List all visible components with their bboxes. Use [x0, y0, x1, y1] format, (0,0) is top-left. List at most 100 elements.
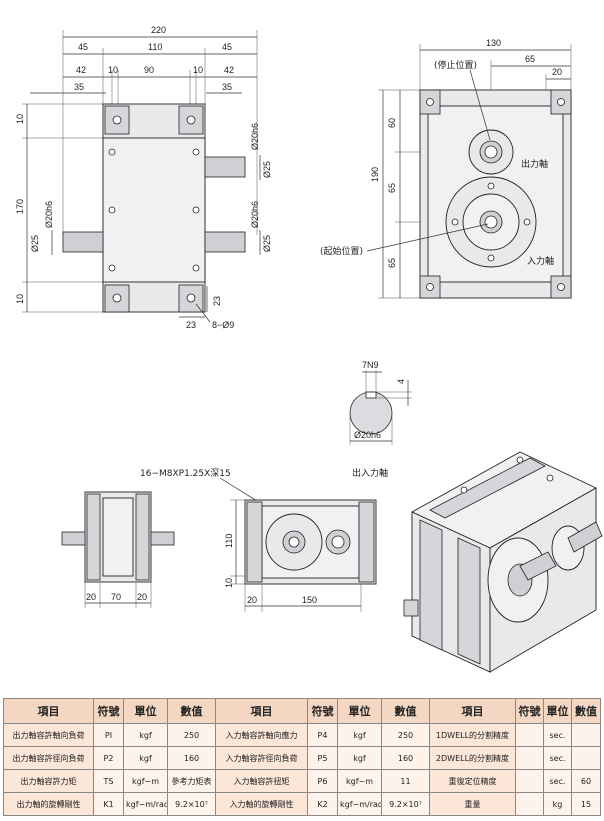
table-cell: 入力軸容許徑向負荷 — [215, 746, 308, 770]
mount-hole — [192, 148, 200, 156]
header-value: 數值 — [167, 698, 216, 724]
dim-42-right: 42 — [224, 65, 234, 75]
dim-42-left: 42 — [76, 65, 86, 75]
table-cell: kg — [543, 792, 572, 816]
table-cell: sec. — [543, 746, 572, 770]
bottom-middle-view: 16−M8XP1.25X深15 110 10 20 150 — [140, 468, 377, 612]
hole-dim-vertical: 23 — [212, 296, 222, 306]
table-cell: 15 — [571, 792, 601, 816]
side-view: 130 65 20 190 60 65 65 — [320, 38, 572, 299]
bottom-left-view: 20 70 20 — [61, 491, 175, 608]
table-cell: kgf−m — [123, 769, 168, 793]
header-unit: 單位 — [337, 698, 382, 724]
table-cell: 2DWELL的分割精度 — [429, 746, 516, 770]
shaft-caption: 出入力軸 — [352, 467, 388, 479]
label-output-shaft: 出力軸 — [521, 158, 548, 170]
dim-10-top: 10 — [15, 114, 25, 124]
header-unit: 單位 — [543, 698, 572, 724]
side-dim-65: 65 — [525, 54, 535, 64]
mount-hole — [192, 264, 200, 272]
shaft-dia-5: Ø20h6 — [44, 201, 54, 228]
label-input-shaft: 入力軸 — [527, 255, 554, 267]
dim-35-right: 35 — [222, 82, 232, 92]
table-cell: 250 — [381, 723, 430, 747]
side-dim-65b: 65 — [387, 258, 397, 268]
header-value: 數值 — [381, 698, 430, 724]
key-depth: 4 — [396, 379, 406, 384]
dim-10-right: 10 — [193, 65, 203, 75]
table-cell: 250 — [167, 723, 216, 747]
table-cell: 入力軸容許軸向應力 — [215, 723, 308, 747]
side-dim-130: 130 — [486, 38, 501, 48]
table-cell: kgf — [123, 746, 168, 770]
side-dim-65a: 65 — [387, 183, 397, 193]
bl-dim-20a: 20 — [86, 592, 96, 602]
shaft-dia-3: Ø20h6 — [250, 201, 260, 228]
header-unit: 單位 — [123, 698, 168, 724]
table-cell: 1DWELL的分割精度 — [429, 723, 516, 747]
input-shaft-right — [204, 231, 246, 253]
table-cell: kgf−m — [337, 769, 382, 793]
mount-hole — [112, 293, 122, 303]
mount-hole — [108, 148, 116, 156]
table-header-row: 項目 符號 單位 數值 項目 符號 單位 數值 項目 符號 單位 數值 — [3, 698, 601, 724]
header-symbol: 符號 — [515, 698, 544, 724]
table-cell: 重復定位精度 — [429, 769, 516, 793]
table-cell: kgf — [337, 746, 382, 770]
dim-45-right: 45 — [222, 42, 232, 52]
side-dim-60: 60 — [387, 118, 397, 128]
table-cell: 出力軸容許力矩 — [3, 769, 94, 793]
header-item: 項目 — [215, 698, 308, 724]
header-item: 項目 — [3, 698, 94, 724]
shaft-dia-1: Ø20h6 — [250, 123, 260, 150]
dim-220: 220 — [151, 25, 166, 35]
table-cell — [571, 746, 601, 770]
shaft-section: 7N9 4 Ø20h6 出入力軸 — [349, 360, 412, 479]
spec-table: 項目 符號 單位 數值 項目 符號 單位 數值 項目 符號 單位 數值 出力軸容… — [3, 698, 601, 816]
table-row: 出力軸容許徑向負荷 P2 kgf 160 入力軸容許徑向負荷 P5 kgf 16… — [3, 746, 601, 770]
table-cell — [515, 723, 544, 747]
table-cell: sec. — [543, 769, 572, 793]
table-row: 出力軸的旋轉剛性 K1 kgf−m/rad 9.2×10⁷ 入力軸的旋轉剛性 K… — [3, 792, 601, 816]
table-cell: 重量 — [429, 792, 516, 816]
bm-dim-110: 110 — [224, 534, 234, 548]
header-item: 項目 — [429, 698, 516, 724]
tap-label: 16−M8XP1.25X深15 — [140, 468, 231, 479]
table-cell: 出力軸容許軸向負荷 — [3, 723, 94, 747]
table-cell: 160 — [167, 746, 216, 770]
front-view: 220 45 110 45 42 10 90 10 42 35 35 10 17… — [15, 25, 272, 330]
table-cell: 11 — [381, 769, 430, 793]
shaft-dia-6: Ø25 — [30, 235, 40, 252]
table-cell: K1 — [93, 792, 124, 816]
table-cell: P2 — [93, 746, 124, 770]
table-cell — [515, 792, 544, 816]
table-row: 出力軸容許軸向負荷 PI kgf 250 入力軸容許軸向應力 P4 kgf 25… — [3, 723, 601, 747]
label-start-position: (起始位置) — [320, 245, 363, 257]
bm-dim-150: 150 — [302, 595, 317, 605]
mount-hole — [108, 264, 116, 272]
header-value: 數值 — [571, 698, 601, 724]
dim-90: 90 — [144, 65, 154, 75]
table-cell: kgf−m/rad — [123, 792, 168, 816]
header-symbol: 符號 — [307, 698, 338, 724]
dim-45-left: 45 — [78, 42, 88, 52]
table-cell: 出力軸的旋轉剛性 — [3, 792, 94, 816]
bl-dim-70: 70 — [111, 592, 121, 602]
label-stop-position: (停止位置) — [434, 59, 477, 71]
table-cell: 入力軸的旋轉剛性 — [215, 792, 308, 816]
table-cell: 入力軸容許扭矩 — [215, 769, 308, 793]
hole-dim-horizontal: 23 — [186, 320, 196, 330]
mount-hole — [112, 115, 122, 125]
hole-callout: 8−Ø9 — [212, 320, 234, 330]
bm-dim-10: 10 — [224, 578, 234, 588]
table-cell: P5 — [307, 746, 338, 770]
table-cell: 9.2×10⁷ — [167, 792, 216, 816]
table-cell: kgf — [123, 723, 168, 747]
table-cell — [571, 723, 601, 747]
table-cell: kgf−m/rad — [337, 792, 382, 816]
table-cell: 9.2×10⁷ — [381, 792, 430, 816]
output-shaft — [204, 156, 246, 178]
table-row: 出力軸容許力矩 TS kgf−m 參考力矩表 入力軸容許扭矩 P6 kgf−m … — [3, 769, 601, 793]
table-cell: 參考力矩表 — [167, 769, 216, 793]
table-cell: K2 — [307, 792, 338, 816]
